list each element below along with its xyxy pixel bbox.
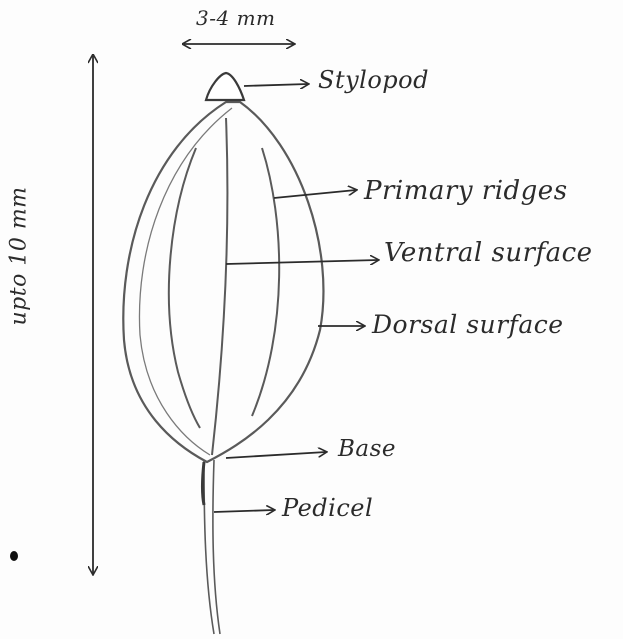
ventral-surface-pointer [226, 260, 378, 264]
primary-ridges-pointer [274, 190, 356, 198]
stylopod-shape [206, 73, 244, 100]
dorsal-surface-label: Dorsal surface [372, 310, 564, 339]
ridge-left [169, 148, 200, 428]
width-label: 3-4 mm [196, 6, 276, 30]
stylopod-label: Stylopod [318, 66, 429, 94]
ridge-center [212, 118, 227, 455]
pedicel-label: Pedicel [282, 494, 373, 522]
ridge-right [252, 148, 279, 416]
pedicel-shade [203, 462, 205, 505]
base-label: Base [338, 436, 396, 462]
stylopod-pointer [244, 84, 308, 86]
base-pointer [226, 452, 326, 458]
pedicel-pointer [214, 510, 274, 512]
fruit-outline [123, 102, 323, 462]
primary-ridges-label: Primary ridges [364, 176, 568, 206]
pedicel-stalk [204, 460, 220, 634]
ventral-surface-label: Ventral surface [384, 238, 593, 268]
length-label: upto 10 mm [6, 186, 31, 325]
ink-dot [10, 551, 18, 561]
